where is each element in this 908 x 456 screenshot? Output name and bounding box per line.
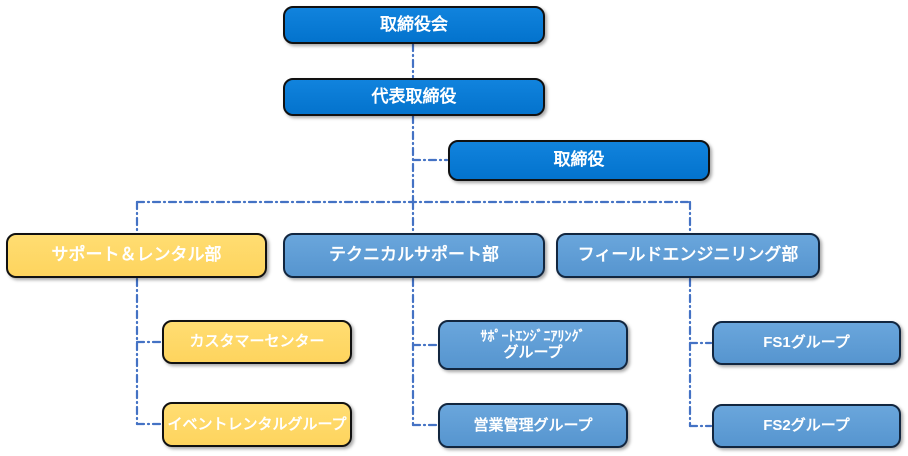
node-representative-director-label: 代表取締役 (371, 86, 457, 106)
node-fs2-group-label: FS2グループ (763, 417, 850, 434)
node-sales-admin-group: 営業管理グループ (438, 403, 628, 448)
node-director: 取締役 (448, 140, 710, 181)
node-event-rental-group: イベントレンタルグループ (162, 402, 352, 447)
node-support-rental-dept-label: サポート＆レンタル部 (51, 245, 222, 265)
node-fs1-group: FS1グループ (712, 321, 901, 365)
node-technical-support-dept: テクニカルサポート部 (283, 233, 545, 278)
node-field-engineering-dept-label: フィールドエンジニリング部 (577, 245, 799, 265)
node-support-engineering-group-label: ｻﾎﾟｰﾄｴﾝｼﾞﾆｱﾘﾝｸﾞ グループ (481, 328, 586, 363)
node-field-engineering-dept: フィールドエンジニリング部 (556, 233, 820, 278)
node-support-engineering-group-line1: ｻﾎﾟｰﾄｴﾝｼﾞﾆｱﾘﾝｸﾞ (480, 327, 586, 344)
node-customer-center-label: カスタマーセンター (189, 333, 325, 350)
node-sales-admin-group-label: 営業管理グループ (473, 416, 593, 434)
node-customer-center: カスタマーセンター (162, 320, 352, 364)
node-fs2-group: FS2グループ (712, 404, 901, 448)
node-support-engineering-group-line2: グループ (503, 344, 563, 362)
node-board-of-directors-label: 取締役会 (380, 14, 448, 34)
node-fs1-group-label: FS1グループ (763, 334, 850, 351)
node-representative-director: 代表取締役 (283, 78, 545, 116)
node-event-rental-group-label: イベントレンタルグループ (167, 415, 347, 433)
node-board-of-directors: 取締役会 (283, 6, 545, 44)
node-support-engineering-group: ｻﾎﾟｰﾄｴﾝｼﾞﾆｱﾘﾝｸﾞ グループ (438, 320, 628, 370)
node-support-rental-dept: サポート＆レンタル部 (6, 233, 267, 278)
node-director-label: 取締役 (553, 150, 605, 170)
node-technical-support-dept-label: テクニカルサポート部 (329, 245, 499, 265)
